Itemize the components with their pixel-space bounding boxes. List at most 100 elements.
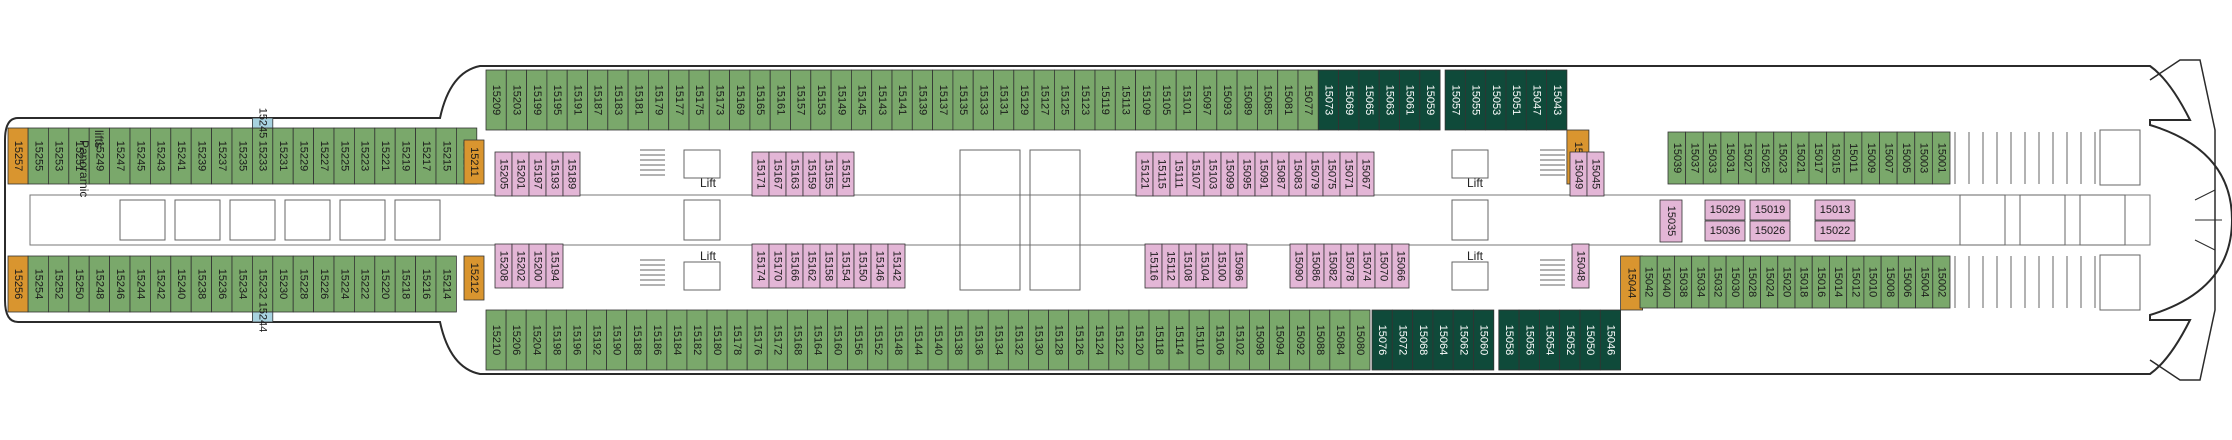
suite-bottom[interactable]: 15056: [1518, 309, 1540, 371]
interior-cabin-bottom[interactable]: 15202: [511, 243, 530, 289]
mid-cabin-bottom[interactable]: 15132: [1007, 309, 1029, 371]
fwd-cabin-bottom[interactable]: 15042: [1639, 255, 1658, 309]
mid-cabin-bottom[interactable]: 15192: [586, 309, 607, 371]
interior-cabin-bottom[interactable]: 15100: [1212, 243, 1231, 289]
interior-cabin-top[interactable]: 15083: [1288, 151, 1307, 197]
suite-top[interactable]: 15069: [1338, 69, 1360, 131]
mid-cabin-bottom[interactable]: 15094: [1269, 309, 1291, 371]
mid-cabin-bottom[interactable]: 15176: [746, 309, 768, 371]
mid-cabin-bottom[interactable]: 15190: [606, 309, 628, 371]
aft-cabin-top[interactable]: 15225: [333, 127, 355, 185]
interior-cabin-top[interactable]: 15193: [545, 151, 564, 197]
interior-cabin-top[interactable]: 15071: [1339, 151, 1358, 197]
aft-cabin-bottom[interactable]: 15220: [374, 255, 396, 313]
fwd-cabin-bottom[interactable]: 15024: [1760, 255, 1779, 309]
fwd-cabin-bottom[interactable]: 15034: [1691, 255, 1710, 309]
interior-cabin-top[interactable]: 15099: [1220, 151, 1239, 197]
mid-cabin-bottom[interactable]: 15168: [786, 309, 808, 371]
mid-cabin-bottom[interactable]: 15098: [1249, 309, 1270, 371]
fwd-cabin-bottom[interactable]: 15004: [1915, 255, 1934, 309]
mid-cabin-top[interactable]: 15089: [1236, 69, 1258, 131]
mid-cabin-top[interactable]: 15145: [851, 69, 873, 131]
aft-cabin-top[interactable]: 15219: [394, 127, 417, 185]
interior-cabin-bottom[interactable]: 15194: [545, 243, 564, 289]
aft-cabin-bottom[interactable]: 15234: [231, 255, 253, 313]
interior-cabin-bottom[interactable]: 15170: [768, 243, 787, 289]
mid-cabin-bottom[interactable]: 15140: [927, 309, 949, 371]
suite-top[interactable]: 15053: [1485, 69, 1507, 131]
fwd-cabin-top[interactable]: 15011: [1843, 131, 1863, 185]
interior-cabin-top[interactable]: 15079: [1305, 151, 1324, 197]
mid-cabin-top[interactable]: 15199: [526, 69, 548, 131]
mid-cabin-top[interactable]: 15109: [1135, 69, 1157, 131]
interior-cabin-top[interactable]: 15067: [1356, 151, 1375, 197]
fwd-cabin-top[interactable]: 15021: [1790, 131, 1810, 185]
mid-cabin-top[interactable]: 15129: [1013, 69, 1035, 131]
mid-cabin-bottom[interactable]: 15126: [1068, 309, 1090, 371]
aft-cabin-top[interactable]: 15231: [272, 127, 294, 185]
mid-cabin-bottom[interactable]: 15152: [867, 309, 889, 371]
aft-cabin-bottom[interactable]: 15218: [394, 255, 417, 313]
interior-cabin-top[interactable]: 15121: [1135, 151, 1154, 197]
mid-cabin-bottom[interactable]: 15102: [1228, 309, 1250, 371]
fwd-cabin-top[interactable]: 15037: [1685, 131, 1704, 185]
aft-cabin-top[interactable]: 15255: [27, 127, 49, 185]
mid-cabin-top[interactable]: 15101: [1175, 69, 1197, 131]
fwd-cabin-bottom[interactable]: 15020: [1777, 255, 1796, 309]
mid-cabin-top[interactable]: 15141: [891, 69, 913, 131]
mid-cabin-top[interactable]: 15153: [810, 69, 832, 131]
interior-cabin-bottom[interactable]: 15174: [751, 243, 770, 289]
suite-bottom[interactable]: 15062: [1452, 309, 1474, 371]
mid-cabin-bottom[interactable]: 15106: [1208, 309, 1230, 371]
mid-cabin-top[interactable]: 15135: [952, 69, 974, 131]
mid-cabin-bottom[interactable]: 15164: [807, 309, 828, 371]
interior-cabin[interactable]: 15019: [1749, 199, 1791, 221]
mid-cabin-bottom[interactable]: 15122: [1108, 309, 1130, 371]
mid-cabin-top[interactable]: 15173: [708, 69, 730, 131]
mid-cabin-bottom[interactable]: 15210: [485, 309, 507, 371]
interior-cabin-bottom[interactable]: 15158: [819, 243, 838, 289]
mid-cabin-bottom[interactable]: 15156: [847, 309, 869, 371]
aft-cabin-top[interactable]: 15215: [435, 127, 457, 185]
mid-cabin-top[interactable]: 15177: [668, 69, 690, 131]
mid-cabin-bottom[interactable]: 15124: [1088, 309, 1110, 371]
mid-cabin-top[interactable]: 15085: [1257, 69, 1279, 131]
interior-cabin-bottom[interactable]: 15142: [887, 243, 906, 289]
fwd-cabin-top[interactable]: 15023: [1773, 131, 1792, 185]
aft-cabin-top[interactable]: 15253: [48, 127, 70, 185]
fwd-cabin-top[interactable]: 15025: [1755, 131, 1775, 185]
aft-cabin-bottom[interactable]: 15240: [170, 255, 192, 313]
fwd-cabin-top[interactable]: 15027: [1738, 131, 1757, 185]
interior-cabin-top[interactable]: 15095: [1237, 151, 1256, 197]
aft-cabin-bottom[interactable]: 15248: [88, 255, 110, 313]
interior-cabin-top[interactable]: 15107: [1186, 151, 1205, 197]
interior-cabin-bottom[interactable]: 15078: [1340, 243, 1359, 289]
fwd-cabin-top[interactable]: 15031: [1720, 131, 1739, 185]
aft-cabin-top[interactable]: 15223: [353, 127, 376, 185]
mid-cabin-bottom[interactable]: 15110: [1188, 309, 1210, 371]
interior-cabin-bottom[interactable]: 15082: [1323, 243, 1342, 289]
interior-cabin-top[interactable]: 15167: [768, 151, 787, 197]
suite-top[interactable]: 15055: [1465, 69, 1487, 131]
mid-cabin-bottom[interactable]: 15182: [686, 309, 708, 371]
aft-cabin-bottom[interactable]: 15226: [313, 255, 335, 313]
fwd-cabin-top[interactable]: 15003: [1914, 131, 1933, 185]
mid-cabin-top[interactable]: 15119: [1094, 69, 1116, 131]
aft-cabin-bottom[interactable]: 15250: [68, 255, 90, 313]
aft-cabin-top[interactable]: 15237: [211, 127, 233, 185]
interior-cabin-bottom[interactable]: 15074: [1357, 243, 1376, 289]
interior-cabin-bottom[interactable]: 15108: [1178, 243, 1197, 289]
interior-cabin-bottom[interactable]: 15162: [802, 243, 821, 289]
mid-cabin-top[interactable]: 15105: [1155, 69, 1177, 131]
suite-top[interactable]: 15047: [1525, 69, 1548, 131]
aft-cabin-bottom[interactable]: 15222: [353, 255, 376, 313]
suite-top[interactable]: 15063: [1378, 69, 1400, 131]
interior-cabin[interactable]: 15036: [1704, 220, 1746, 242]
interior-cabin-top[interactable]: 15111: [1169, 151, 1188, 197]
aft-cabin-bottom[interactable]: 15214: [435, 255, 457, 313]
interior-cabin-bottom[interactable]: 15104: [1195, 243, 1214, 289]
aft-cabin-top[interactable]: 15229: [292, 127, 315, 185]
mid-cabin-top[interactable]: 15181: [627, 69, 649, 131]
interior-cabin-top[interactable]: 15091: [1254, 151, 1273, 197]
suite-top[interactable]: 15059: [1419, 69, 1441, 131]
